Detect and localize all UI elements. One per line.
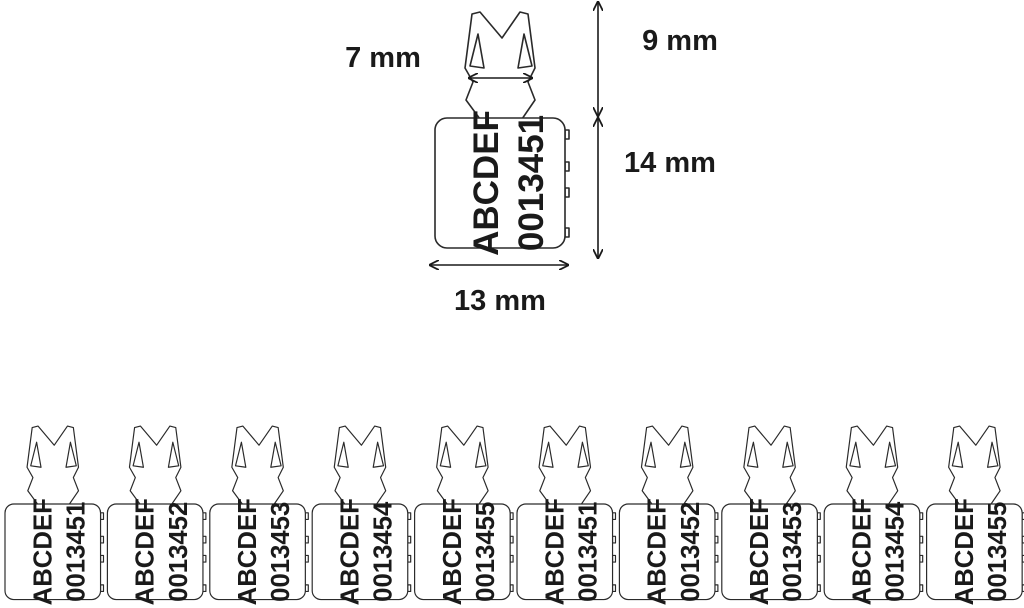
dimension-body-height: 14 mm (598, 118, 716, 258)
seal-head (333, 425, 387, 506)
seal-serial: 0013451 (62, 502, 90, 602)
seal-code: ABCDEF (541, 498, 569, 605)
head-slot-left (439, 441, 452, 468)
seal-code: ABCDEF (132, 498, 160, 605)
seal-serial: 0013455 (984, 502, 1012, 602)
head-slot-right (475, 441, 487, 468)
seal-head (845, 425, 899, 506)
seal-serial: 0013455 (472, 502, 500, 602)
seal-head (743, 425, 796, 506)
dimension-head-width: 7 mm (345, 42, 532, 78)
head-slot-left (234, 441, 247, 468)
head-slot-right (372, 441, 385, 468)
seal-serial: 0013452 (165, 502, 193, 602)
seal-code: ABCDEF (644, 498, 672, 605)
head-slot-right (270, 441, 282, 468)
seal-code: ABCDEF (849, 498, 877, 605)
seal-body (516, 503, 614, 601)
dimension-head-height: 9 mm (598, 2, 718, 116)
label-body-width: 13 mm (454, 285, 546, 317)
head-slot-right (987, 441, 999, 468)
label-head-height: 9 mm (642, 25, 718, 57)
seal-body (618, 503, 716, 601)
seal-code: ABCDEF (234, 498, 262, 605)
seal-body (434, 117, 566, 249)
seal-body (414, 503, 511, 601)
head-slot-left (746, 441, 759, 468)
head-slot-left (132, 441, 145, 468)
head-slot-right (782, 441, 794, 468)
seal-body (926, 503, 1023, 601)
seal-body (823, 503, 921, 601)
head-slot-right (65, 441, 77, 468)
seal-code: ABCDEF (951, 498, 979, 605)
seal-head (538, 425, 592, 506)
seal-body (721, 503, 818, 601)
seal-head (948, 425, 1001, 506)
seal-head (231, 425, 284, 506)
label-head-width: 7 mm (345, 42, 421, 74)
head-slot-right (679, 441, 692, 468)
head-slot-right (517, 33, 533, 69)
seal-code: ABCDEF (746, 498, 774, 605)
head-slot-right (167, 441, 180, 468)
head-slot-left (849, 441, 861, 468)
seal-body (209, 503, 306, 601)
dimension-body-width: 13 mm (430, 265, 568, 317)
label-body-height: 14 mm (624, 147, 716, 179)
seal-code: ABCDEF (337, 498, 365, 605)
head-slot-left (469, 33, 485, 69)
seal-code: ABCDEF (29, 498, 57, 605)
head-slot-left (30, 441, 42, 468)
head-slot-left (337, 441, 349, 468)
seal-body (106, 503, 204, 601)
seal-head (436, 425, 489, 506)
head-slot-right (884, 441, 897, 468)
seal-body (4, 503, 102, 601)
seal-head (640, 425, 694, 506)
seal-head (26, 425, 80, 506)
seal-serial: 0013452 (677, 502, 705, 602)
seal-serial: 0013451 (574, 502, 602, 602)
seal-serial: 0013451 (512, 115, 551, 251)
seal-serial: 0013454 (882, 501, 910, 602)
head-slot-right (577, 441, 589, 468)
head-slot-left (644, 441, 657, 468)
head-slot-left (951, 441, 964, 468)
seal-serial: 0013453 (267, 502, 295, 602)
seal-head (128, 425, 182, 506)
seal-serial: 0013453 (779, 502, 807, 602)
seal-code: ABCDEF (439, 498, 467, 605)
head-slot-left (542, 441, 554, 468)
seal-code: ABCDEF (467, 110, 506, 256)
seal-body (311, 503, 409, 601)
seal-serial: 0013454 (370, 501, 398, 602)
